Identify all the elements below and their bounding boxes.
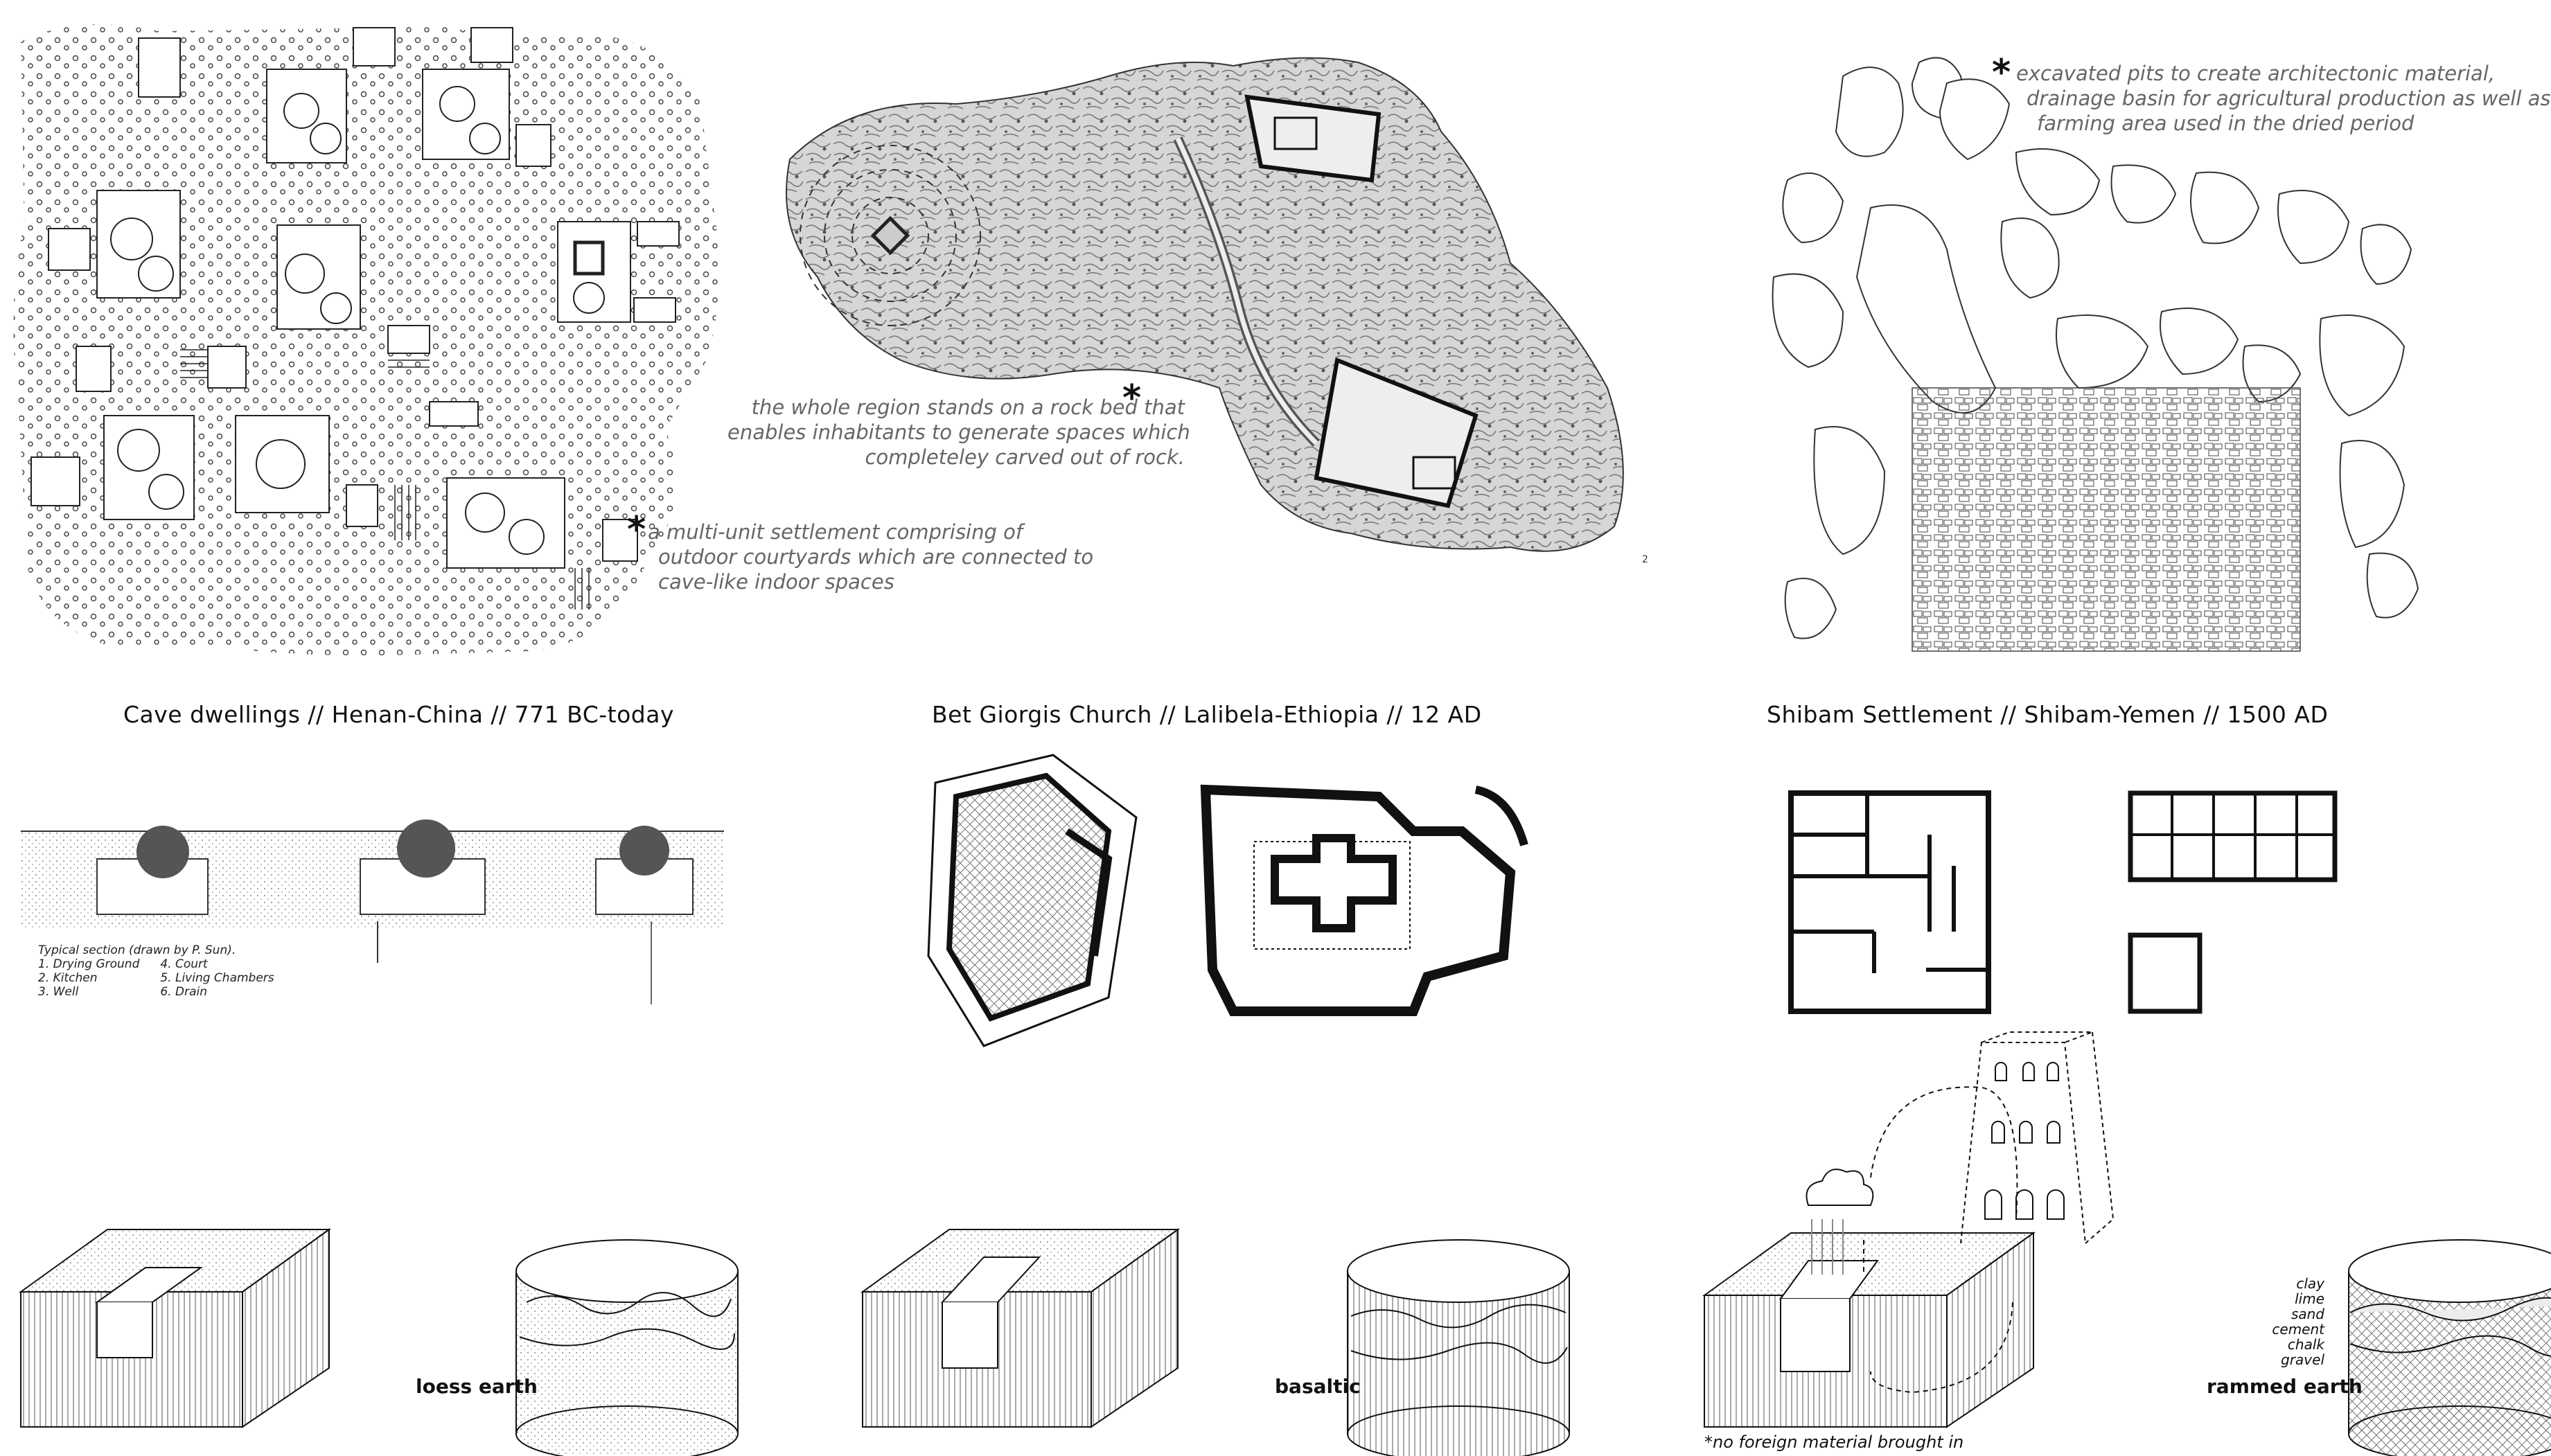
- material-clay: clay: [2296, 1275, 2324, 1292]
- cave-annotation: a multi-unit settlement comprising of ou…: [648, 520, 1093, 594]
- church-floor-plan: [1200, 784, 1528, 1016]
- basaltic-label: basaltic: [1275, 1375, 1361, 1398]
- shibam-pits-plan: [1772, 57, 2419, 652]
- legend-item-kitchen: 2. Kitchen: [38, 971, 98, 985]
- shibam-asterisk: *: [1992, 52, 2011, 94]
- shibam-block-diagram: [1702, 1219, 2036, 1428]
- footnote: *no foreign material brought in: [1704, 1432, 1964, 1452]
- rammed-earth-label: rammed earth: [2207, 1375, 2363, 1398]
- legend-item-drying-ground: 1. Drying Ground: [38, 957, 140, 971]
- shibam-floor-plan-1: [1788, 790, 1991, 1014]
- legend-item-court: 4. Court: [160, 957, 208, 971]
- cave-annotation-line-3: cave-like indoor spaces: [658, 570, 894, 594]
- church-annotation-line-3: completeley carved out of rock.: [865, 445, 1185, 469]
- material-lime: lime: [2295, 1290, 2324, 1307]
- material-cement: cement: [2272, 1321, 2324, 1338]
- church-title: Bet Giorgis Church // Lalibela-Ethiopia …: [932, 701, 1482, 728]
- material-sand: sand: [2290, 1306, 2324, 1322]
- legend-item-living-chambers: 5. Living Chambers: [160, 971, 274, 985]
- cave-title: Cave dwellings // Henan-China // 771 BC-…: [123, 701, 674, 728]
- material-cycle-arrows: [1863, 1086, 2018, 1394]
- cave-asterisk: *: [627, 509, 646, 551]
- church-asterisk: *: [1122, 378, 1142, 419]
- section-legend: Typical section (drawn by P. Sun). 1. Dr…: [38, 943, 274, 999]
- cloud-icon: [1806, 1169, 1874, 1206]
- shibam-annotation: excavated pits to create architectonic m…: [2016, 61, 2551, 136]
- legend-item-well: 3. Well: [38, 985, 79, 999]
- map-page-number: 2: [1642, 554, 1648, 565]
- loess-earth-label: loess earth: [416, 1375, 538, 1398]
- section-legend-title: Typical section (drawn by P. Sun).: [38, 943, 236, 957]
- basaltic-cylinder: [1347, 1239, 1570, 1456]
- material-gravel: gravel: [2281, 1351, 2324, 1368]
- shibam-annotation-line-3: farming area used in the dried period: [2037, 112, 2415, 135]
- shibam-title: Shibam Settlement // Shibam-Yemen // 150…: [1767, 701, 2329, 728]
- cave-soil-cylinder: [515, 1239, 739, 1456]
- shibam-floor-plan-2: [2128, 790, 2338, 1014]
- cave-annotation-line-1: a multi-unit settlement comprising of: [648, 520, 1023, 544]
- church-axonometric: [927, 754, 1138, 1047]
- material-chalk: chalk: [2287, 1336, 2324, 1353]
- church-annotation-line-1: the whole region stands on a rock bed th…: [751, 396, 1185, 419]
- tower-windows: [1984, 1062, 2065, 1220]
- cave-section-drawing: [21, 819, 724, 1004]
- church-annotation: the whole region stands on a rock bed th…: [727, 395, 1190, 470]
- church-site-map: [786, 57, 1624, 552]
- shibam-tower: [1960, 1031, 2115, 1244]
- shibam-material-list: clay lime sand cement chalk gravel: [2238, 1276, 2324, 1367]
- church-block-diagram: [860, 1228, 1181, 1428]
- shibam-annotation-line-1: excavated pits to create architectonic m…: [2016, 62, 2496, 85]
- church-annotation-line-2: enables inhabitants to generate spaces w…: [727, 420, 1190, 444]
- shibam-annotation-line-2: drainage basin for agricultural producti…: [2027, 87, 2551, 110]
- cave-annotation-line-2: outdoor courtyards which are connected t…: [658, 545, 1094, 569]
- legend-item-drain: 6. Drain: [160, 985, 207, 999]
- rammed-earth-cylinder: [2348, 1239, 2551, 1456]
- cave-dwellings-plan: [13, 24, 719, 656]
- cave-block-diagram: [18, 1228, 332, 1428]
